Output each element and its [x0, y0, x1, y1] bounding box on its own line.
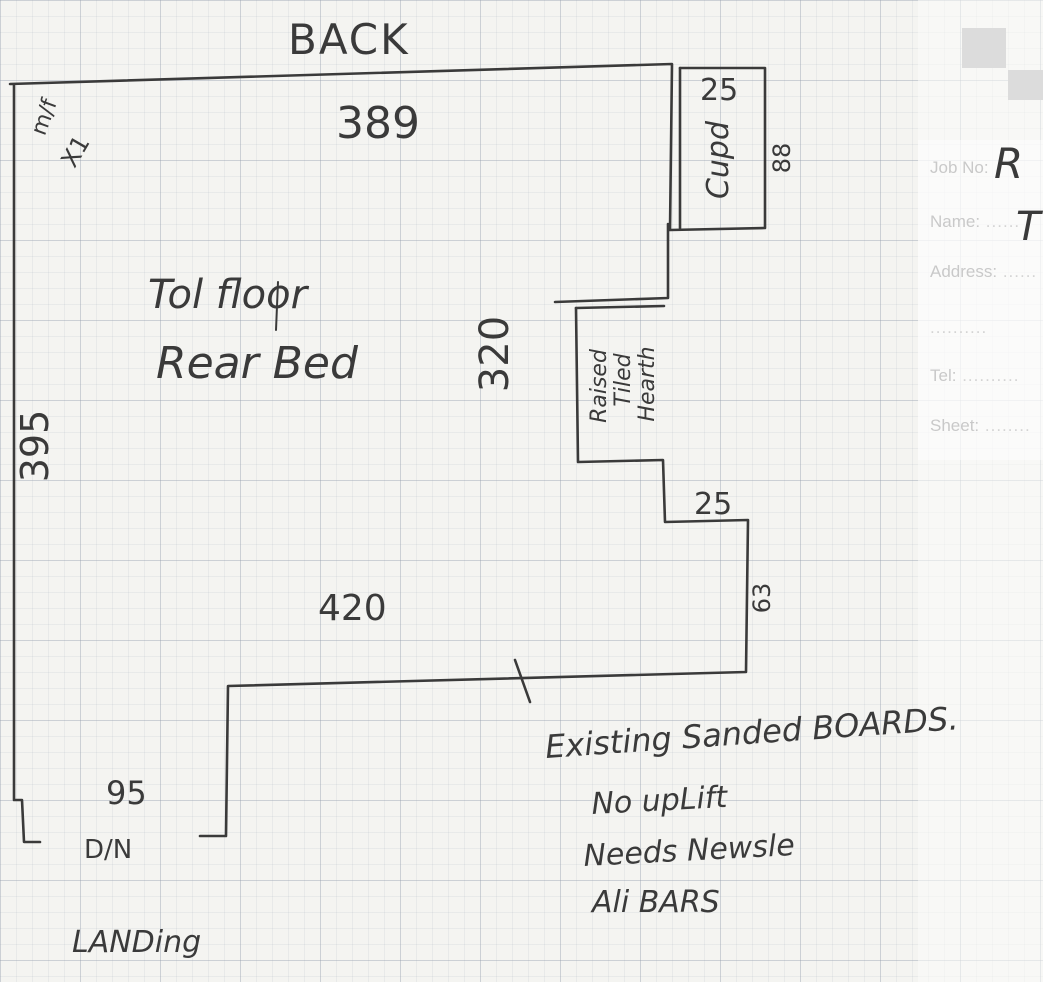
step-dimension: 25 [694, 487, 732, 522]
mf-label-line2: X1 [55, 131, 95, 172]
logo-block-top [962, 28, 1006, 68]
cupboard-depth: 88 [768, 143, 796, 174]
hearth-label-line3: Hearth [635, 346, 660, 421]
note-line2: No upLift [591, 780, 730, 822]
room-outline [8, 62, 767, 844]
door-dimension: 95 [106, 774, 147, 812]
job-no-label: Job No: [930, 158, 989, 177]
logo-block-small [1008, 70, 1043, 100]
hearth-label-line1: Raised [587, 348, 612, 423]
room-title-line1: Tol floor [148, 272, 310, 318]
note-line3: Needs Newsle [583, 828, 796, 874]
address-line-2: .......... [930, 318, 988, 337]
corner-letter-t: T [1016, 204, 1043, 250]
top-dimension: 389 [336, 98, 420, 149]
cupboard-width: 25 [700, 73, 738, 108]
floor-mark [275, 281, 279, 331]
bottom-dimension: 420 [318, 588, 387, 629]
back-label: BACK [288, 15, 410, 64]
landing-label: LANDing [72, 925, 201, 960]
door-label: D/N [84, 835, 132, 865]
info-panel [918, 0, 1043, 982]
step-depth: 63 [748, 583, 776, 614]
tel-label: Tel: .......... [930, 366, 1020, 385]
note-pointer [513, 658, 532, 704]
name-label: Name: ...... [930, 212, 1021, 231]
left-dimension: 395 [13, 410, 57, 483]
mf-label-line1: m/f [27, 95, 63, 139]
note-line1: Existing Sanded BOARDS. [544, 699, 960, 766]
room-title-line2: Rear Bed [156, 338, 359, 389]
corner-letter-r: R [994, 139, 1023, 188]
hearth-label-line2: Tiled [611, 352, 636, 406]
note-line4: Ali BARS [590, 885, 720, 920]
sheet-label: Sheet: ........ [930, 416, 1031, 435]
hearth-outline [574, 304, 666, 310]
address-label: Address: ...... [930, 262, 1038, 281]
alcove-dimension: 320 [472, 316, 518, 392]
cupboard-label: Cupd [701, 120, 736, 199]
info-box [918, 140, 1043, 460]
